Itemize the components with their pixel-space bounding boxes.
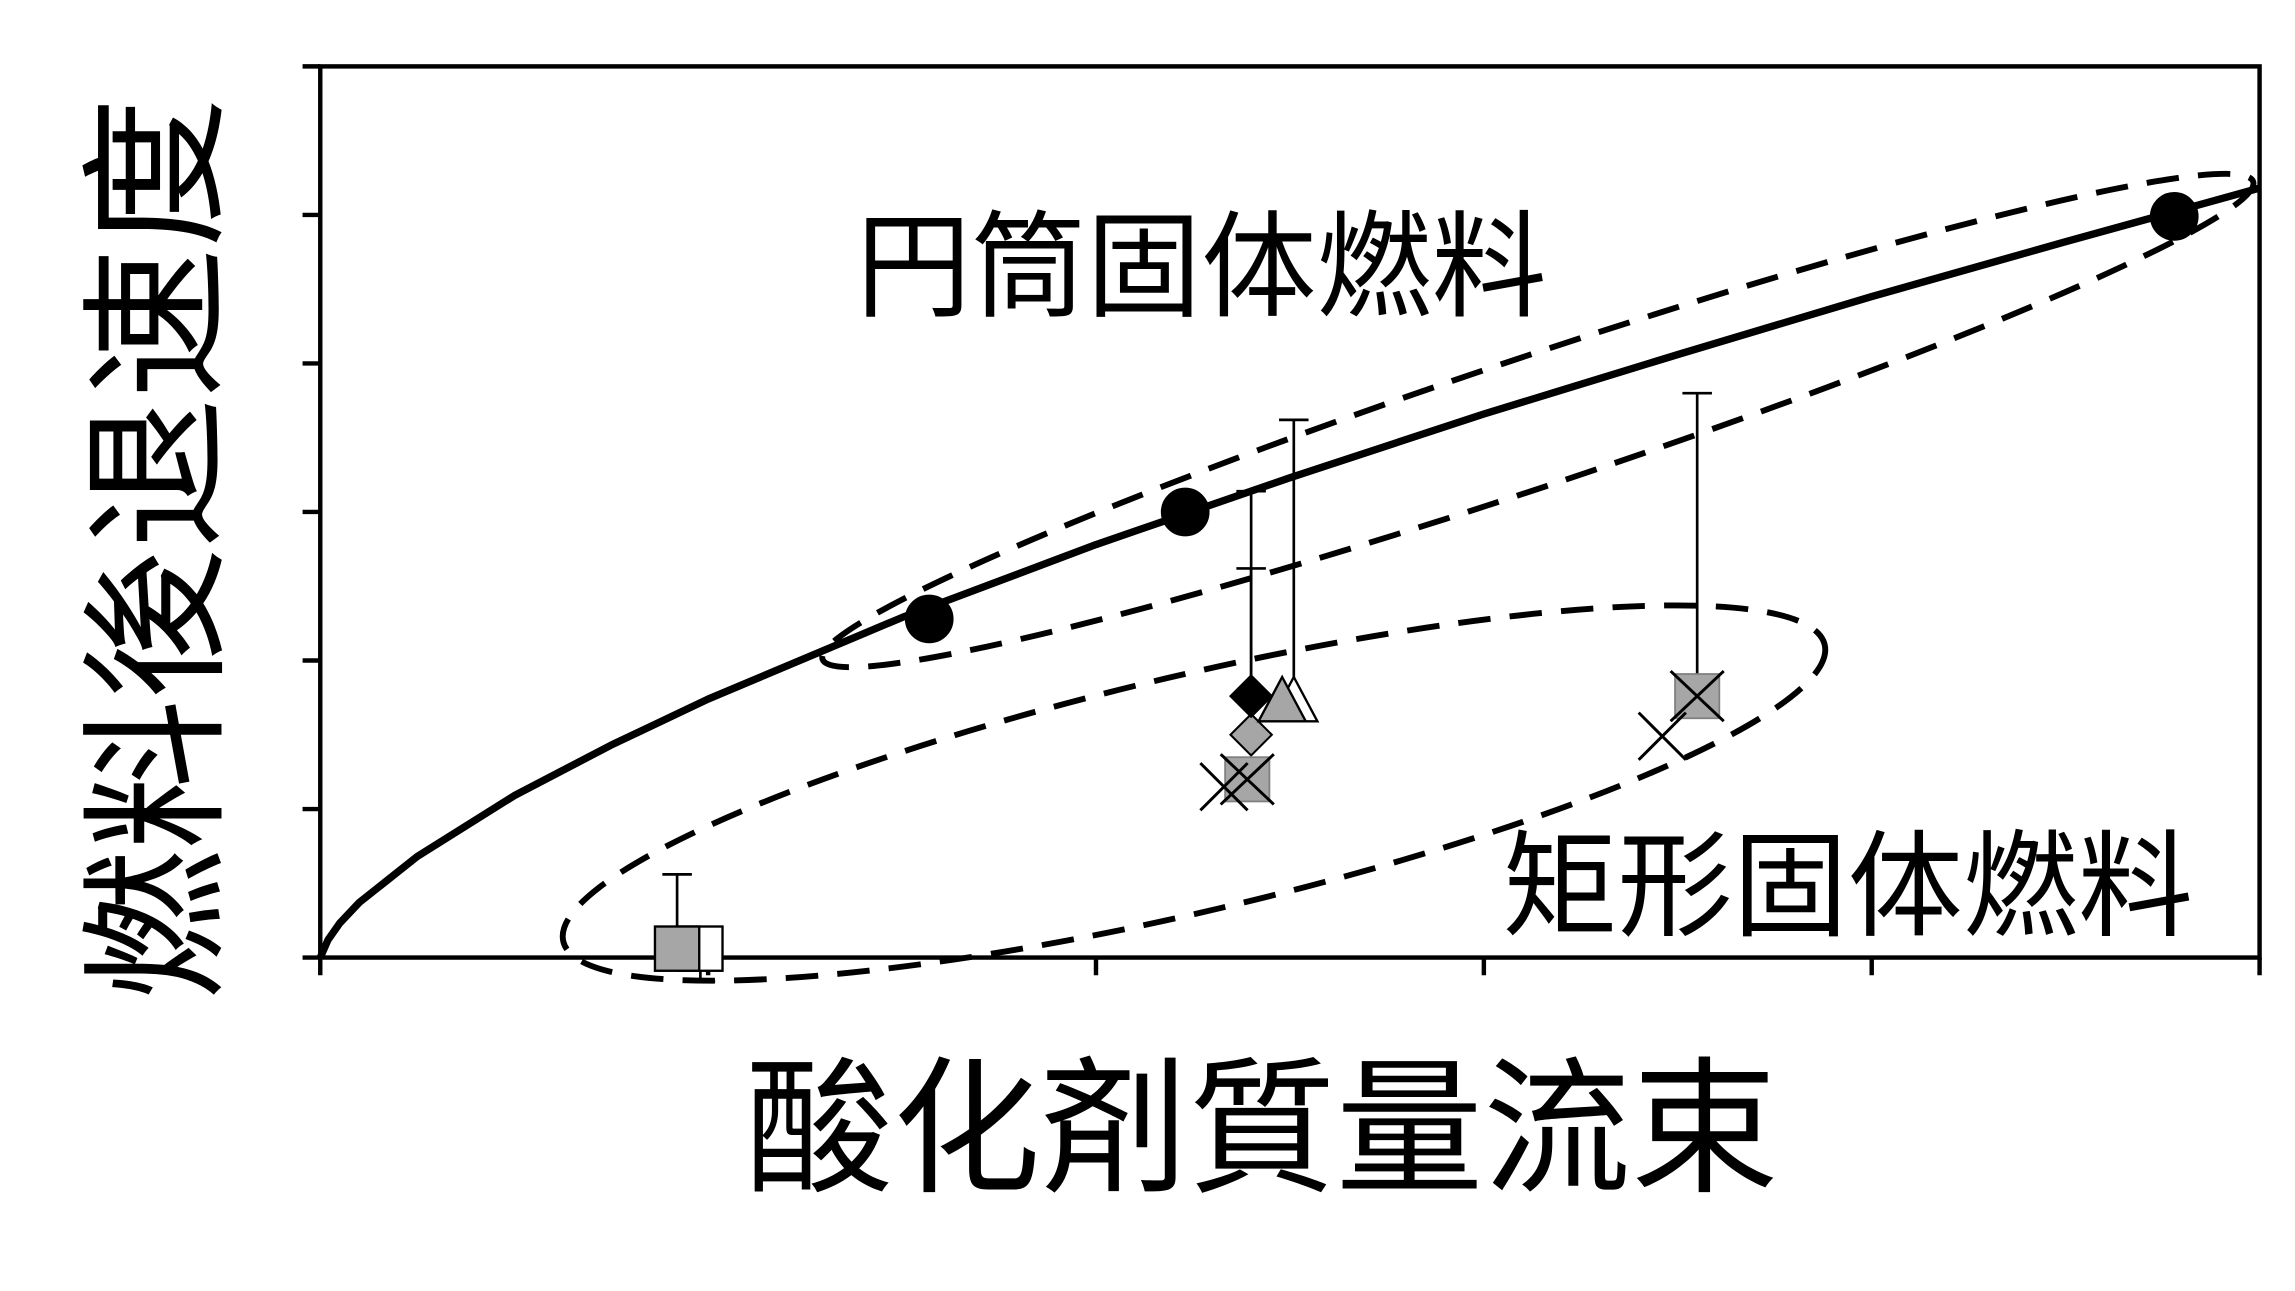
data-point-circle [1160, 487, 1210, 537]
data-point-diamond [1229, 712, 1274, 757]
data-point-circle [904, 594, 954, 644]
annotation-cylindrical-fuel: 円筒固体燃料 [856, 201, 1547, 335]
data-point-square [653, 925, 701, 972]
series-1 [904, 192, 2199, 644]
y-axis-label: 燃料後退速度 [71, 97, 246, 1000]
x-axis-label: 酸化剤質量流束 [745, 1043, 1778, 1215]
series-7 [1256, 674, 1308, 723]
data-point-circle [2149, 192, 2199, 241]
plot-frame [318, 64, 2262, 960]
series-5 [1229, 567, 1274, 719]
annotation-rectangular-fuel: 矩形固体燃料 [1502, 821, 2193, 955]
data-point-square-x-stroke [1669, 669, 1725, 723]
cylindrical-fuel-group-ellipse [819, 170, 2257, 671]
data-point-triangle [1256, 674, 1308, 723]
data-point-x [1199, 762, 1249, 812]
data-point-diamond [1229, 674, 1274, 719]
axis-ticks [302, 64, 2262, 976]
series-0 [316, 184, 2261, 960]
series-8 [1219, 391, 1725, 806]
series-3 [653, 873, 701, 972]
data-point-x [1637, 711, 1687, 761]
data-series [316, 184, 2261, 983]
series-9 [1199, 711, 1687, 812]
data-point-x-stroke [1199, 762, 1249, 812]
rectangular-fuel-group-ellipse [559, 602, 1829, 984]
data-point-square-x-stroke [1219, 753, 1275, 806]
data-point-x-stroke [1637, 711, 1687, 761]
fit-curve-line [316, 184, 2261, 960]
